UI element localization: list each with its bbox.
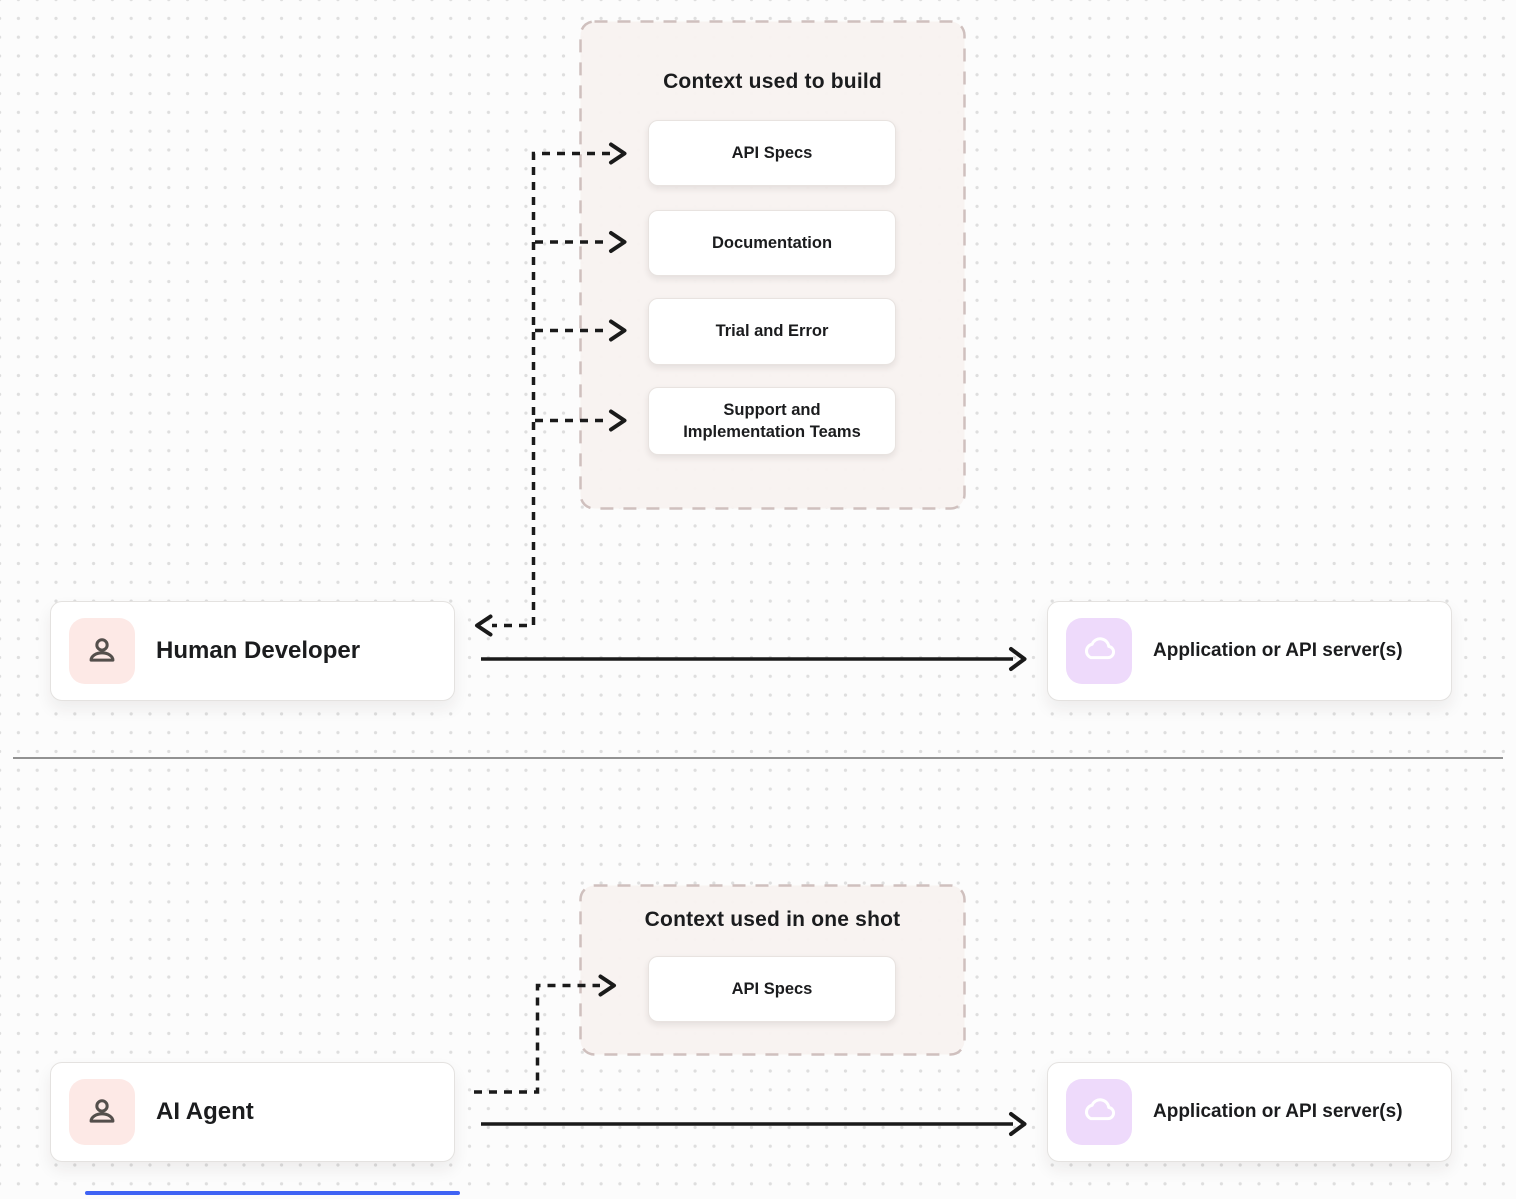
panel-title: Context used to build xyxy=(663,70,882,93)
section-divider xyxy=(13,757,1503,759)
arrowhead-trial-and-error xyxy=(609,319,627,342)
arrowhead-application-bottom xyxy=(1009,1112,1027,1136)
cloud-icon xyxy=(1066,1079,1132,1145)
node-ai-agent: AI Agent xyxy=(50,1062,455,1162)
arrowhead-support xyxy=(609,409,627,432)
context-card-api-specs-oneshot: API Specs xyxy=(648,956,896,1022)
context-card-api-specs: API Specs xyxy=(648,120,896,186)
node-human-developer: Human Developer xyxy=(50,601,455,701)
cloud-icon xyxy=(1066,618,1132,684)
panel-title: Context used in one shot xyxy=(644,908,901,931)
node-label: AI Agent xyxy=(156,1098,254,1125)
node-label: Application or API server(s) xyxy=(1153,640,1403,661)
arrowhead-to-human-developer xyxy=(475,614,493,637)
arrowhead-documentation xyxy=(609,231,627,253)
arrowhead-application-top xyxy=(1009,647,1027,671)
node-label: Application or API server(s) xyxy=(1153,1101,1403,1122)
arrowhead-api-specs xyxy=(609,142,627,165)
context-card-documentation: Documentation xyxy=(648,210,896,276)
dashed-connector-ai-agent xyxy=(474,983,600,1094)
context-card-trial-and-error: Trial and Error xyxy=(648,298,896,365)
node-application-top: Application or API server(s) xyxy=(1047,601,1452,701)
context-panel-oneshot: Context used in one shot API Specs xyxy=(580,885,965,1055)
bottom-accent-line xyxy=(85,1191,460,1195)
person-icon xyxy=(69,1079,135,1145)
arrowhead-api-specs-bottom xyxy=(598,974,616,997)
node-label: Human Developer xyxy=(156,637,361,664)
context-panel-build: Context used to build API Specs Document… xyxy=(580,20,965,508)
context-card-support-teams: Support and Implementation Teams xyxy=(648,387,896,455)
node-application-bottom: Application or API server(s) xyxy=(1047,1062,1452,1162)
person-icon xyxy=(69,618,135,684)
